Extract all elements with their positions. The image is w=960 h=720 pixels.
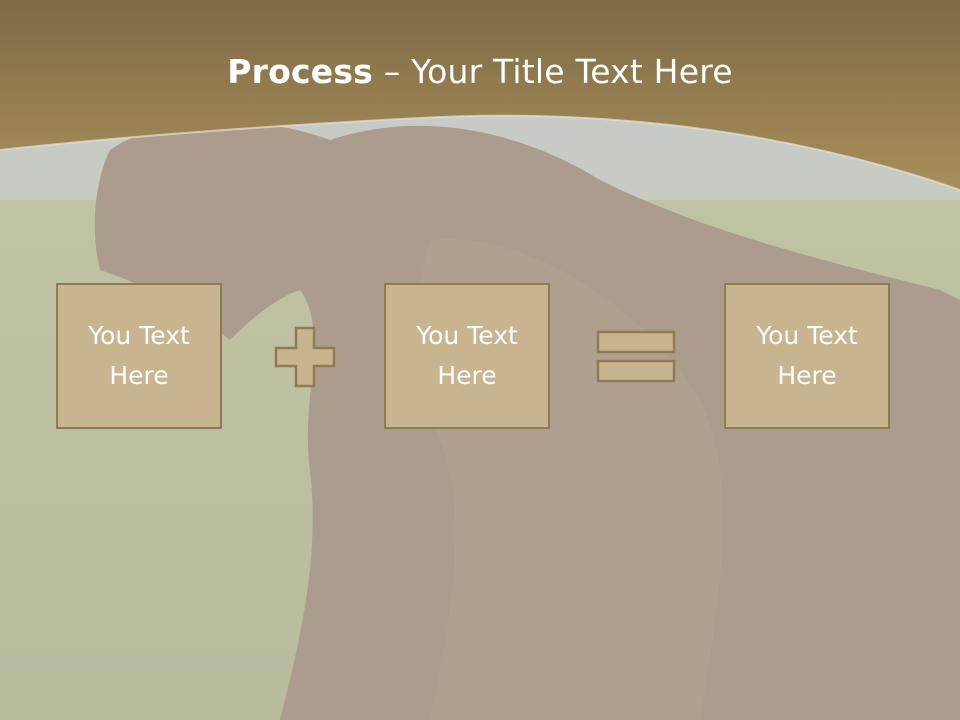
plus-icon [274, 326, 336, 388]
title-bold: Process [227, 52, 374, 91]
process-box-label: You Text Here [88, 321, 190, 390]
title-rest: – Your Title Text Here [373, 52, 733, 91]
slide-title: Process – Your Title Text Here [0, 52, 960, 91]
process-box-1[interactable]: You Text Here [56, 283, 222, 429]
equals-icon [596, 330, 676, 383]
process-box-3[interactable]: You Text Here [724, 283, 890, 429]
process-box-label: You Text Here [416, 321, 518, 390]
process-box-2[interactable]: You Text Here [384, 283, 550, 429]
process-box-label: You Text Here [756, 321, 858, 390]
